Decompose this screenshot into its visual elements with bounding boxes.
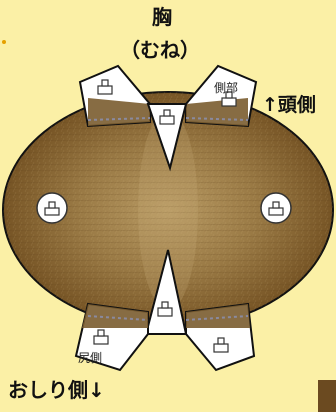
flap-top-right: 側部 (185, 64, 258, 128)
side-bottom-left-label: 尻側 (78, 351, 102, 365)
flap-top-left (78, 64, 151, 128)
cut-mark-icon (93, 329, 109, 345)
circle-cut-icon-right (260, 192, 292, 224)
center-bottom-notch (144, 249, 188, 335)
circle-cut-icon-left (36, 192, 68, 224)
chest-reading-label: （むね） (120, 38, 200, 62)
cut-mark-icon (97, 79, 113, 95)
chest-label: 胸 (152, 5, 172, 29)
tail-side-label: おしり側↓ (8, 378, 105, 402)
flap-bottom-right (185, 302, 256, 372)
cut-mark-icon (221, 91, 237, 107)
corner-block (318, 380, 336, 412)
cut-mark-icon (157, 301, 173, 317)
pelt-body (2, 91, 334, 329)
flap-bottom-left: 尻側 (74, 302, 149, 372)
side-top-right-label: 側部 (214, 80, 238, 95)
corner-dot (2, 40, 6, 44)
cut-mark-icon (213, 337, 229, 353)
center-top-notch (146, 103, 188, 172)
cut-mark-icon (159, 109, 175, 125)
head-side-label: ↑頭側 (262, 94, 316, 116)
